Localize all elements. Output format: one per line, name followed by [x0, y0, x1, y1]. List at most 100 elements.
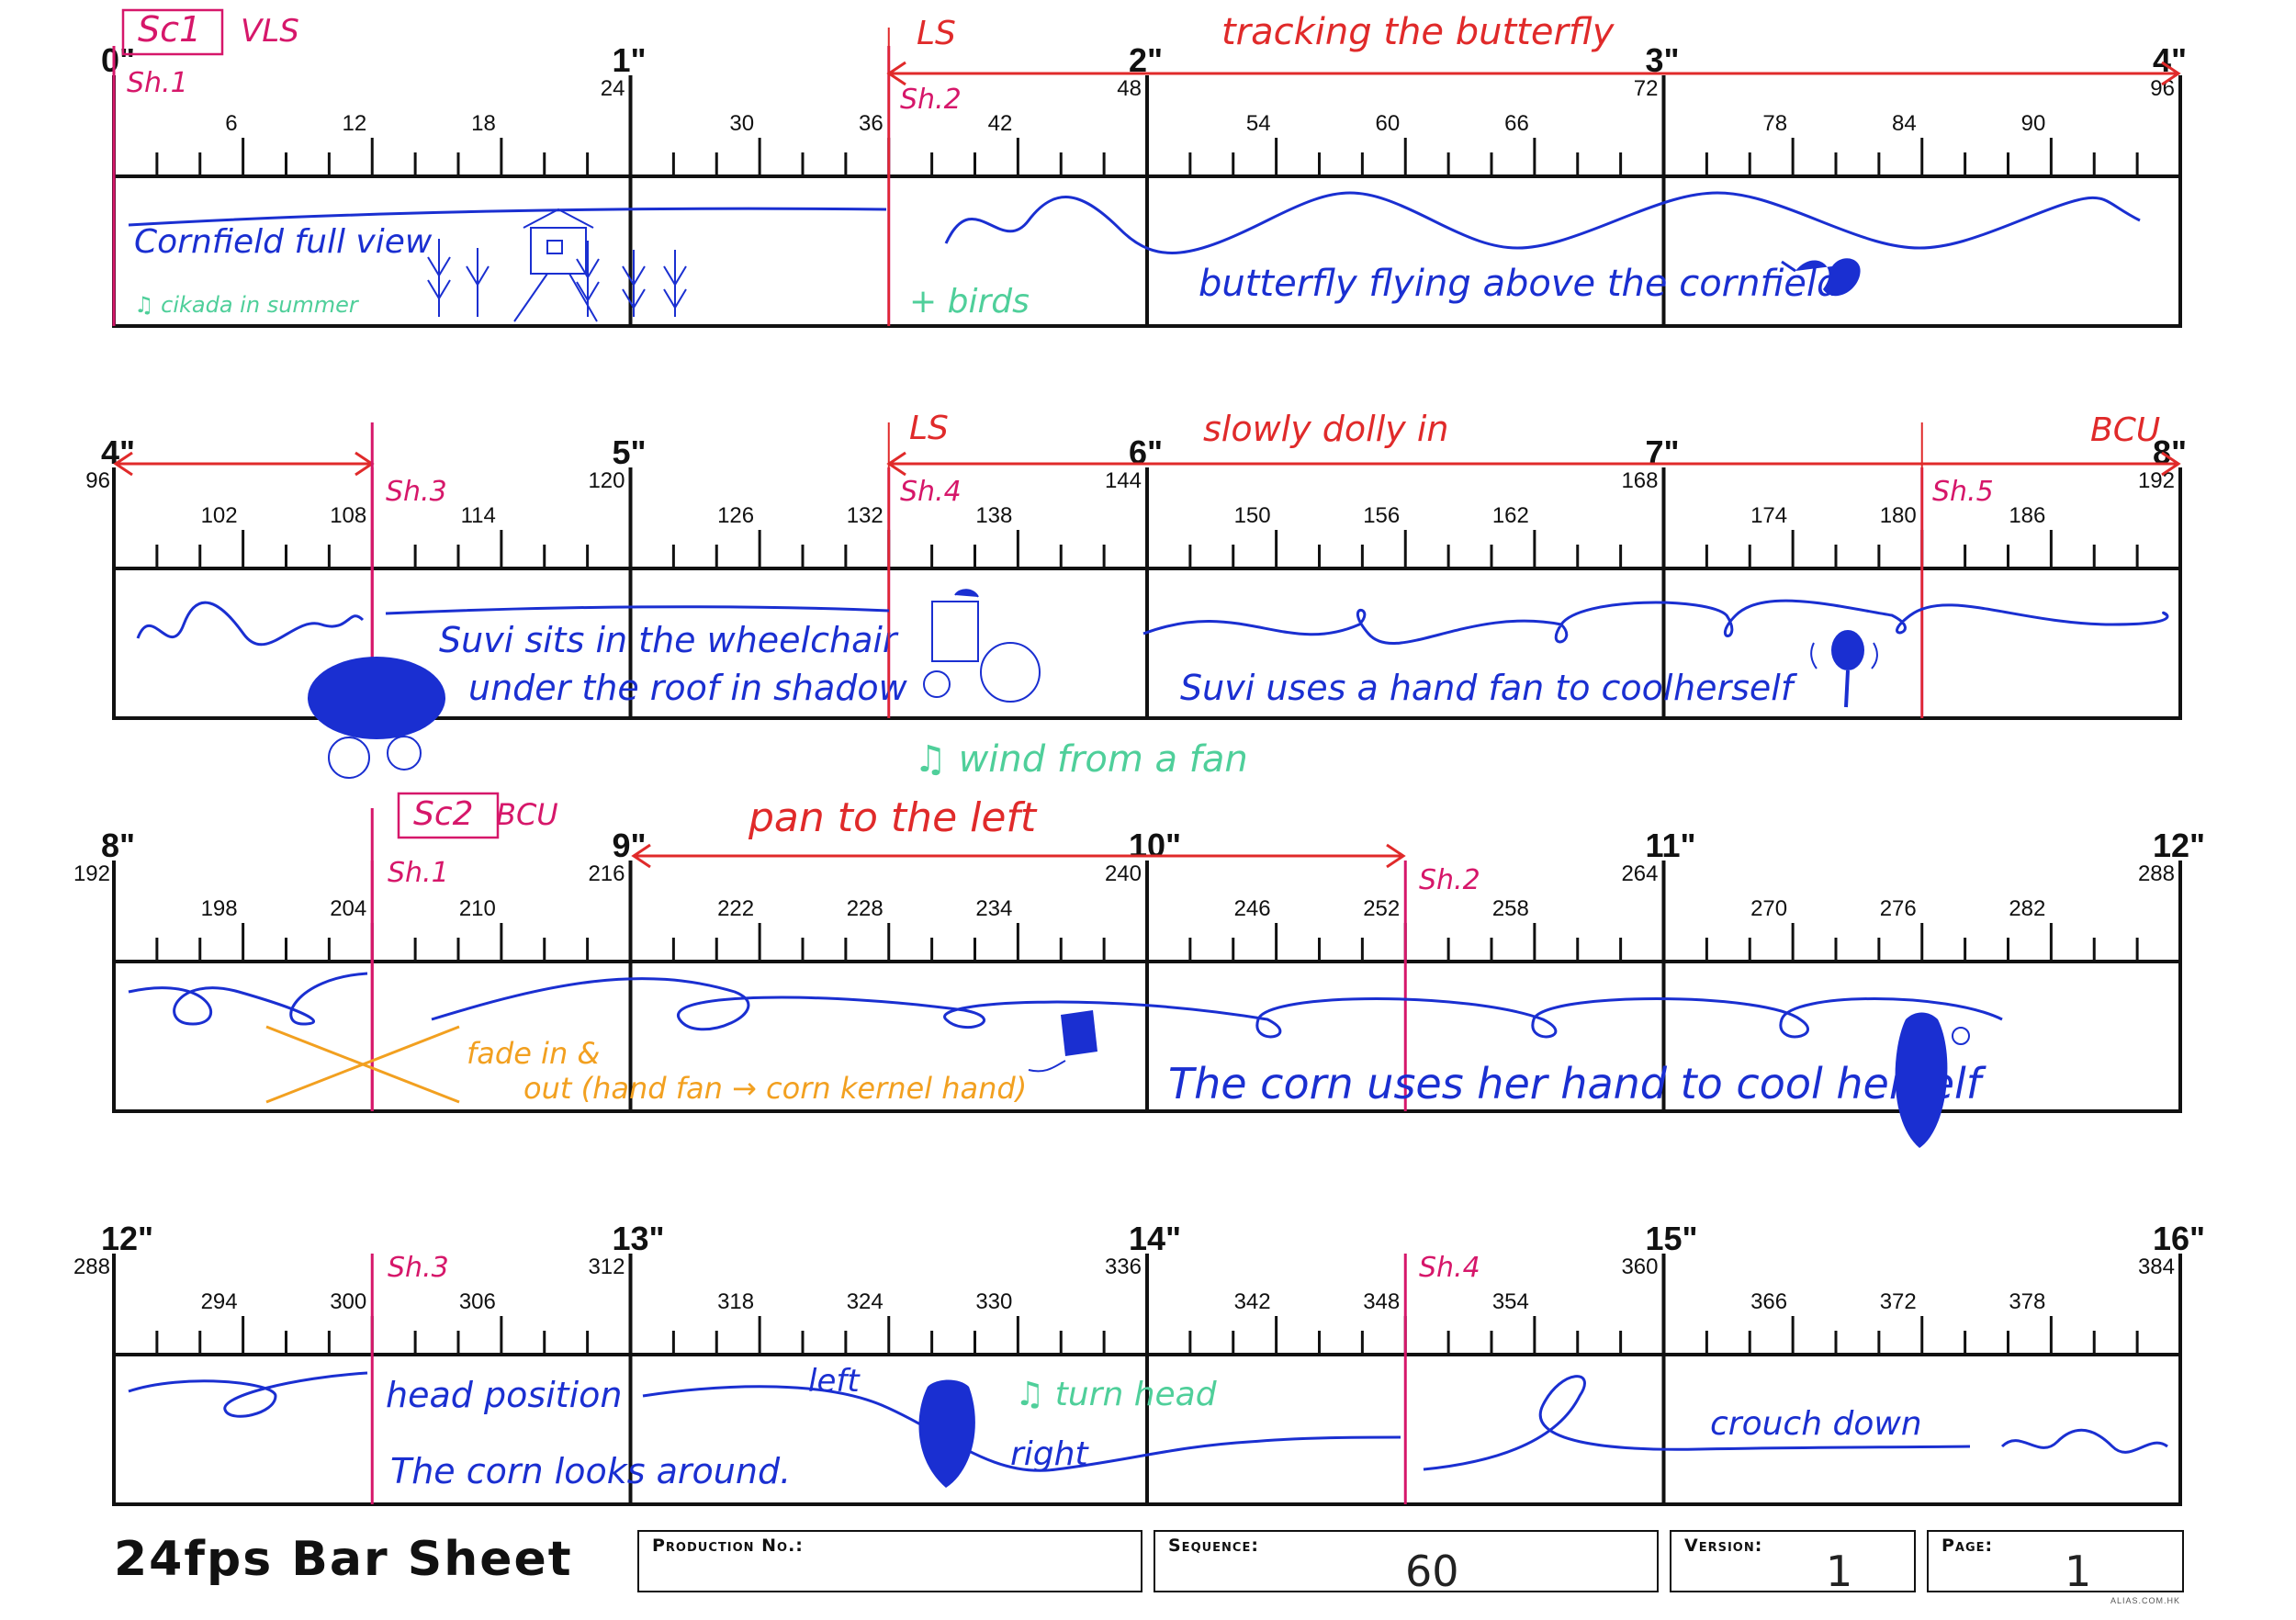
frame-major-label: 144	[1105, 468, 1142, 493]
frame-minor-label: 78	[1762, 111, 1787, 136]
version-value[interactable]: 1	[1826, 1547, 1853, 1596]
frame-minor-label: 318	[717, 1289, 754, 1314]
frame-minor-label: 156	[1363, 503, 1400, 528]
frame-major-label: 288	[2138, 861, 2175, 886]
arrow-head-left	[113, 451, 133, 477]
loop-line-row3a	[128, 972, 368, 1026]
frame-minor-label: 330	[975, 1289, 1012, 1314]
scene-box	[397, 792, 500, 839]
scene-label: Sc1	[138, 9, 201, 50]
frame-minor-label: 258	[1492, 896, 1529, 921]
frame-major-label: 384	[2138, 1254, 2175, 1279]
frame-minor-label: 270	[1750, 896, 1787, 921]
frame-minor-label: 282	[2009, 896, 2045, 921]
frame-minor-label: 378	[2009, 1289, 2045, 1314]
frame-major-label: 24	[601, 76, 625, 101]
shot-label: VLS	[241, 13, 299, 50]
inch-label: 12"	[101, 1220, 153, 1257]
butterfly-path-line	[944, 191, 2141, 254]
frame-minor-label: 204	[330, 896, 366, 921]
frame-minor-label: 180	[1880, 503, 1917, 528]
page-value[interactable]: 1	[2065, 1547, 2092, 1596]
inch-label: 14"	[1129, 1220, 1181, 1257]
frame-minor-label: 372	[1880, 1289, 1917, 1314]
action-note: head position	[386, 1375, 622, 1415]
camera-arrows	[113, 61, 2181, 869]
frame-minor-label: 294	[201, 1289, 238, 1314]
frame-minor-label: 60	[1376, 111, 1401, 136]
inch-label: 5"	[613, 433, 647, 471]
frame-minor-label: 234	[975, 896, 1012, 921]
corn-turn-sketch	[918, 1379, 975, 1488]
inch-label: 7"	[1646, 433, 1680, 471]
frame-minor-label: 186	[2009, 503, 2045, 528]
hold-line-sh3	[385, 605, 890, 615]
production-box[interactable]: Production No.:	[637, 1530, 1142, 1592]
crossfade-x	[265, 1025, 460, 1104]
frame-major-label: 168	[1621, 468, 1658, 493]
transition-note: fade in &	[467, 1036, 600, 1071]
inch-label: 13"	[613, 1220, 665, 1257]
frame-minor-label: 6	[225, 111, 237, 136]
butterfly-sketch	[1781, 258, 1861, 297]
frame-minor-label: 114	[461, 503, 496, 528]
action-note: under the roof in shadow	[468, 668, 908, 708]
frame-minor-label: 276	[1880, 896, 1917, 921]
sequence-label: Sequence:	[1168, 1536, 1259, 1556]
frame-minor-label: 198	[201, 896, 238, 921]
action-note: The corn uses her hand to cool herself	[1168, 1059, 1986, 1108]
frame-major-label: 288	[73, 1254, 110, 1279]
shot-label: Sh.3	[388, 1252, 449, 1284]
crouch-wiggle	[2000, 1428, 2168, 1454]
frame-minor-label: 108	[330, 503, 366, 528]
sound-note: + birds	[909, 283, 1030, 321]
camera-note: LS	[909, 410, 949, 447]
frame-minor-label: 246	[1234, 896, 1271, 921]
arrow-head-right	[2161, 61, 2181, 86]
arrow-head-left	[631, 843, 651, 869]
frame-minor-label: 30	[729, 111, 754, 136]
sequence-value[interactable]: 60	[1405, 1547, 1459, 1596]
version-box[interactable]: Version: 1	[1670, 1530, 1916, 1596]
frame-minor-label: 36	[859, 111, 884, 136]
inch-label: 6"	[1129, 433, 1163, 471]
frame-minor-label: 12	[343, 111, 367, 136]
frame-major-label: 216	[588, 861, 625, 886]
suvi-shadow-sketch	[308, 657, 445, 779]
frame-minor-label: 84	[1892, 111, 1917, 136]
inch-label: 11"	[1646, 827, 1696, 864]
page-box[interactable]: Page: 1	[1927, 1530, 2184, 1596]
wiggle-line	[136, 601, 365, 647]
camera-note: BCU	[2090, 411, 2160, 449]
frame-minor-label: 342	[1234, 1289, 1271, 1314]
frame-minor-label: 90	[2021, 111, 2046, 136]
camera-note: LS	[917, 15, 956, 52]
shot-label: Sh.2	[1419, 864, 1480, 896]
frame-major-label: 192	[2138, 468, 2175, 493]
inch-label: 12"	[2153, 827, 2205, 864]
action-note: The corn looks around.	[390, 1451, 791, 1491]
transition-note: out (hand fan → corn kernel hand)	[523, 1071, 1027, 1106]
frame-minor-label: 252	[1363, 896, 1400, 921]
shot-label: Sh.3	[386, 476, 447, 508]
page-label: Page:	[1941, 1536, 1994, 1556]
frame-major-label: 336	[1105, 1254, 1142, 1279]
scene-label: Sc2	[413, 795, 474, 833]
action-note: herself	[1673, 668, 1798, 708]
frame-minor-label: 126	[717, 503, 754, 528]
frame-minor-label: 42	[988, 111, 1013, 136]
shot-label: Sh.4	[1419, 1252, 1480, 1284]
sequence-box[interactable]: Sequence: 60	[1154, 1530, 1659, 1596]
loop-line-sh4	[1142, 599, 2169, 645]
action-note: crouch down	[1710, 1405, 1922, 1443]
frame-major-label: 312	[588, 1254, 625, 1279]
version-label: Version:	[1684, 1536, 1763, 1556]
shot1-hold-line	[128, 207, 887, 227]
cornfield-house-sketch	[427, 208, 687, 322]
frame-minor-label: 66	[1504, 111, 1529, 136]
inch-label: 16"	[2153, 1220, 2205, 1257]
shot-label: Sh.1	[388, 857, 449, 889]
inch-label: 1"	[613, 41, 647, 79]
